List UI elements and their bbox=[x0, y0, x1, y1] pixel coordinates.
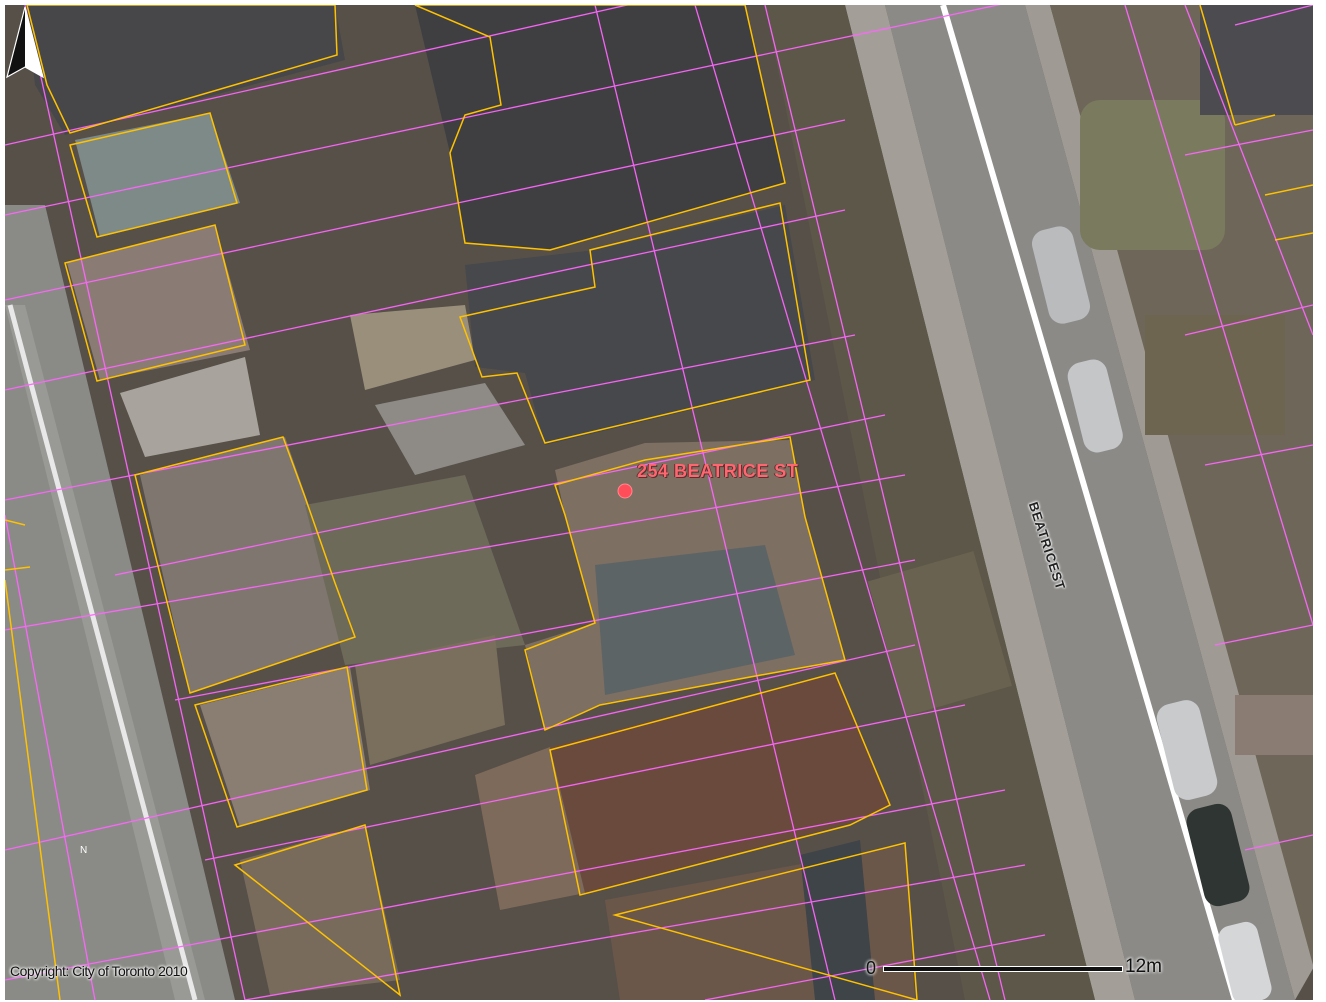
north-letter: N bbox=[80, 845, 88, 856]
address-marker[interactable] bbox=[5, 5, 1313, 1000]
copyright-text: Copyright: City of Toronto 2010 bbox=[10, 963, 188, 979]
aerial-imagery bbox=[5, 5, 1313, 1000]
address-label: 254 BEATRICE ST bbox=[637, 461, 799, 481]
north-arrow-icon bbox=[6, 6, 44, 79]
scale-start-label: 0 bbox=[866, 958, 877, 978]
aerial-map[interactable]: 254 BEATRICE ST BEATRICEST N Copyright: … bbox=[5, 5, 1313, 1000]
scale-bar bbox=[883, 966, 1123, 972]
property-lines-overlay bbox=[5, 5, 1313, 1000]
building-outlines-overlay bbox=[5, 5, 1313, 1000]
scale-end-label: 12m bbox=[1125, 956, 1162, 977]
